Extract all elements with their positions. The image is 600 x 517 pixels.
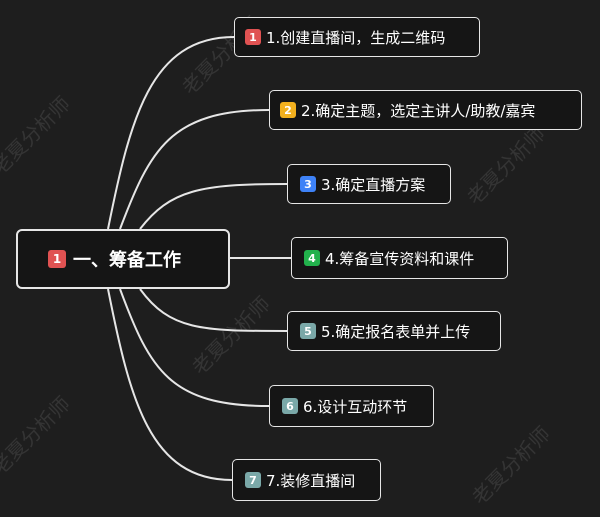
connector-5 — [139, 288, 288, 332]
root-topic[interactable]: 1 一、筹备工作 — [16, 229, 230, 289]
priority-badge-icon: 2 — [280, 102, 296, 118]
child-topic-1[interactable]: 1 1.创建直播间，生成二维码 — [234, 17, 480, 57]
child-topic-label: 7.装修直播间 — [266, 471, 356, 490]
child-topic-label: 4.筹备宣传资料和课件 — [325, 249, 475, 268]
child-topic-5[interactable]: 5 5.确定报名表单并上传 — [287, 311, 501, 351]
connector-2 — [119, 109, 270, 230]
child-topic-label: 5.确定报名表单并上传 — [321, 322, 471, 341]
priority-badge-icon: 1 — [48, 250, 66, 268]
priority-badge-icon: 5 — [300, 323, 316, 339]
child-topic-7[interactable]: 7 7.装修直播间 — [232, 459, 381, 501]
priority-badge-icon: 3 — [300, 176, 316, 192]
priority-badge-icon: 6 — [282, 398, 298, 414]
priority-badge-icon: 7 — [245, 472, 261, 488]
child-topic-label: 6.设计互动环节 — [303, 397, 408, 416]
child-topic-6[interactable]: 6 6.设计互动环节 — [269, 385, 434, 427]
priority-badge-icon: 1 — [245, 29, 261, 45]
connector-6 — [119, 288, 270, 407]
child-topic-4[interactable]: 4 4.筹备宣传资料和课件 — [291, 237, 508, 279]
connector-3 — [139, 183, 288, 230]
child-topic-label: 3.确定直播方案 — [321, 175, 426, 194]
connector-1 — [107, 36, 235, 230]
root-topic-label: 一、筹备工作 — [73, 250, 181, 271]
priority-badge-icon: 4 — [304, 250, 320, 266]
connector-7 — [107, 288, 233, 481]
child-topic-label: 2.确定主题，选定主讲人/助教/嘉宾 — [301, 101, 536, 120]
child-topic-label: 1.创建直播间，生成二维码 — [266, 28, 446, 47]
child-topic-3[interactable]: 3 3.确定直播方案 — [287, 164, 451, 204]
child-topic-2[interactable]: 2 2.确定主题，选定主讲人/助教/嘉宾 — [269, 90, 582, 130]
